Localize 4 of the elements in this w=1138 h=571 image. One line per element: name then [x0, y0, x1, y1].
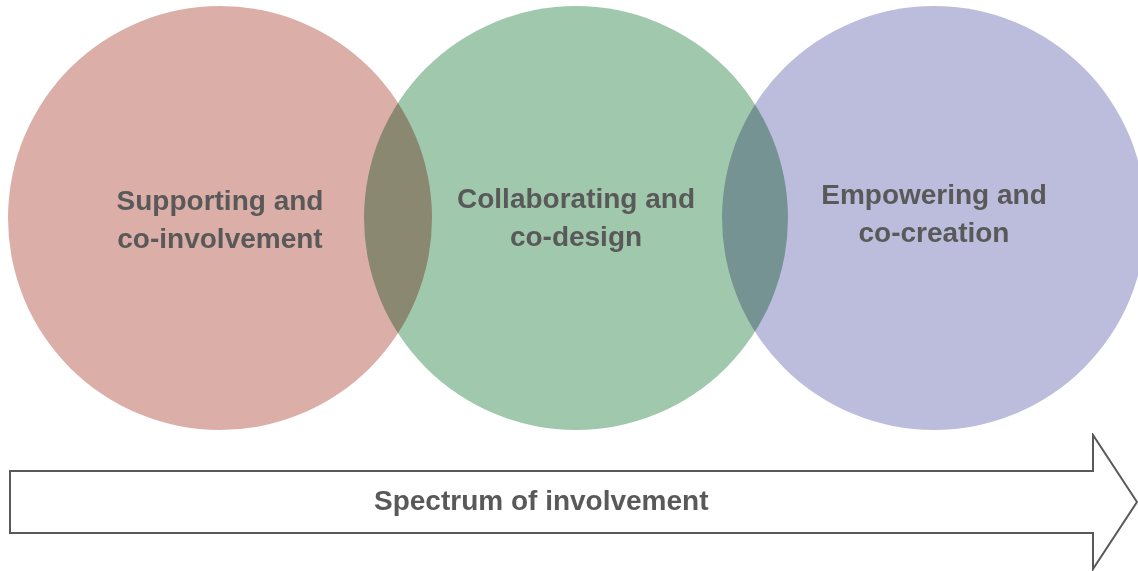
circle-label: Collaborating and co-design [456, 182, 696, 254]
arrow-label: Spectrum of involvement [374, 485, 709, 517]
circle-label: Supporting and co-involvement [115, 184, 325, 256]
circle-label: Empowering and co-creation [820, 178, 1048, 250]
